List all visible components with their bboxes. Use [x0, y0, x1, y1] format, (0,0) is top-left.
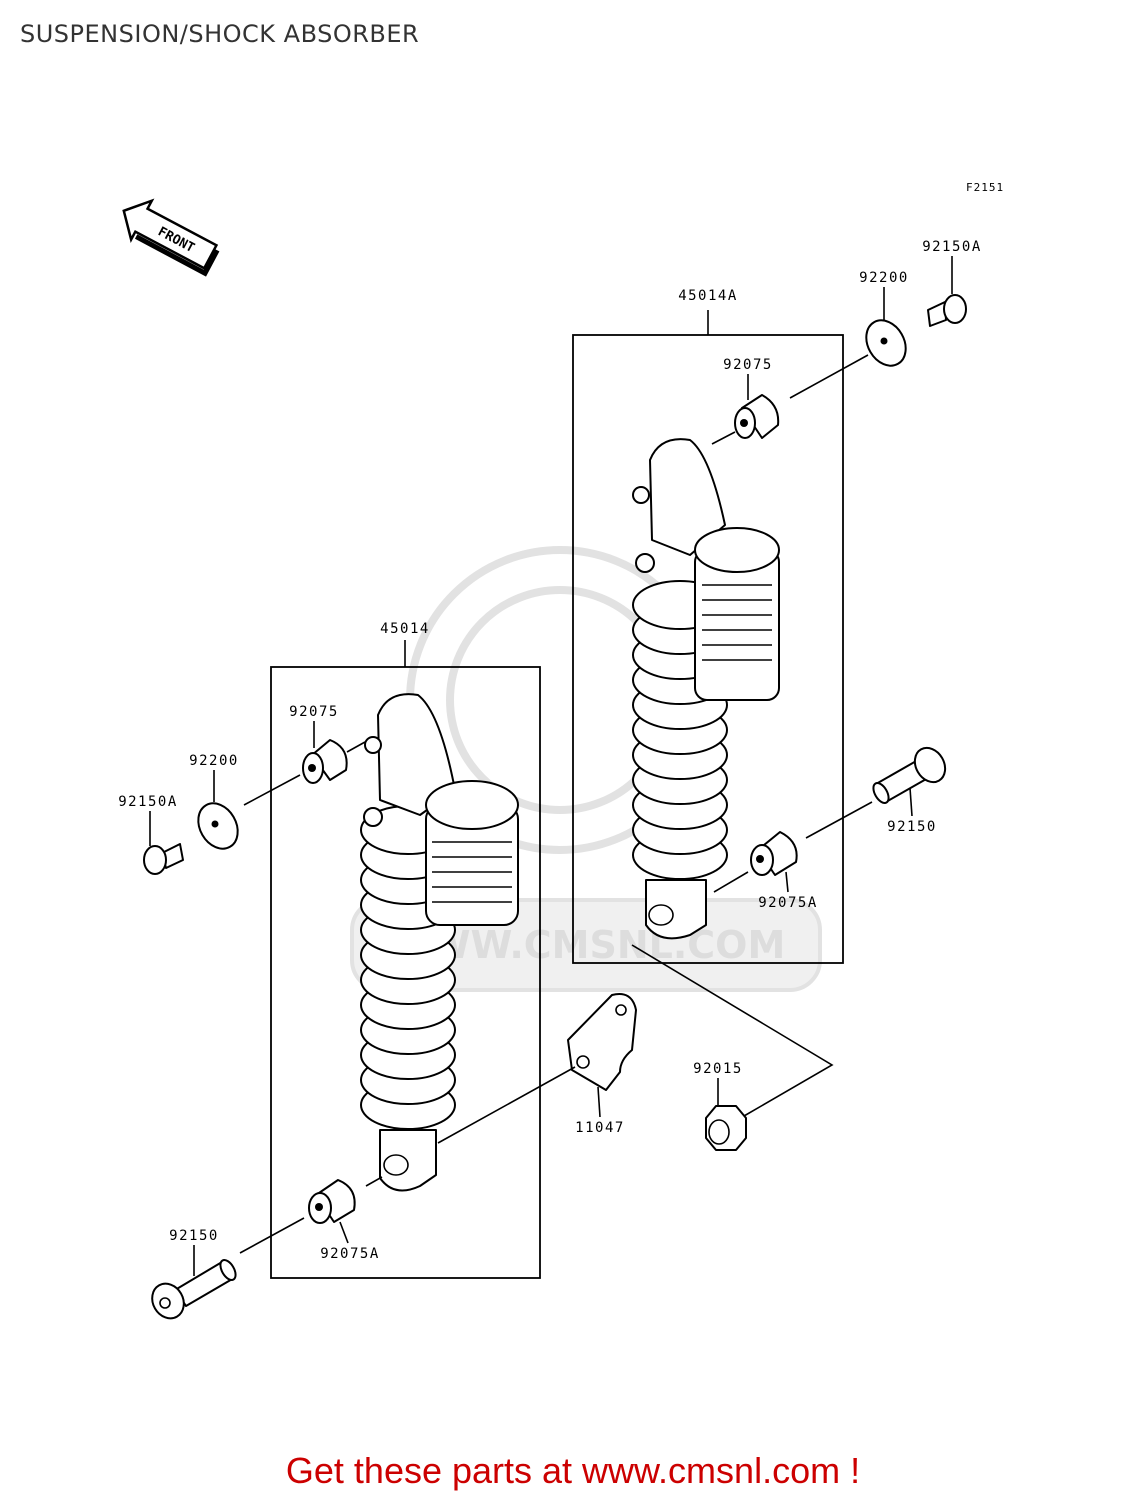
label-92200-left: 92200 [189, 753, 239, 769]
page-title: SUSPENSION/SHOCK ABSORBER [20, 20, 420, 48]
washer-right [865, 319, 907, 367]
label-45014a: 45014A [678, 288, 738, 304]
washer-left [197, 802, 239, 850]
label-92150a-left: 92150A [118, 794, 178, 810]
label-92075a-left: 92075A [320, 1246, 380, 1262]
bolt-long-right [872, 746, 947, 804]
label-92150a-right: 92150A [922, 239, 982, 255]
shock-absorber-right [632, 438, 780, 940]
label-92075a-right: 92075A [758, 895, 818, 911]
label-45014: 45014 [380, 621, 430, 637]
label-92015: 92015 [693, 1061, 743, 1077]
front-arrow-icon: FRONT [122, 198, 220, 277]
footer-cta-link[interactable]: Get these parts at www.cmsnl.com ! [285, 1450, 861, 1491]
bushing-top-left [302, 739, 348, 784]
bushing-bottom-right [750, 831, 798, 876]
shock-absorber-left [360, 693, 519, 1192]
label-11047: 11047 [575, 1120, 625, 1136]
label-92150-right: 92150 [887, 819, 937, 835]
bushing-top-right [734, 394, 780, 439]
bolt-long-left [151, 1259, 237, 1320]
nut [705, 1105, 747, 1151]
label-92075-top-left: 92075 [289, 704, 339, 720]
bushing-bottom-left [308, 1179, 356, 1224]
bracket [567, 993, 637, 1091]
label-92075-top-right: 92075 [723, 357, 773, 373]
bolt-small-left [143, 843, 184, 875]
bolt-small-right [927, 294, 967, 327]
label-92200-right: 92200 [859, 270, 909, 286]
label-92150-left: 92150 [169, 1228, 219, 1244]
figure-code: F2151 [966, 181, 1004, 194]
